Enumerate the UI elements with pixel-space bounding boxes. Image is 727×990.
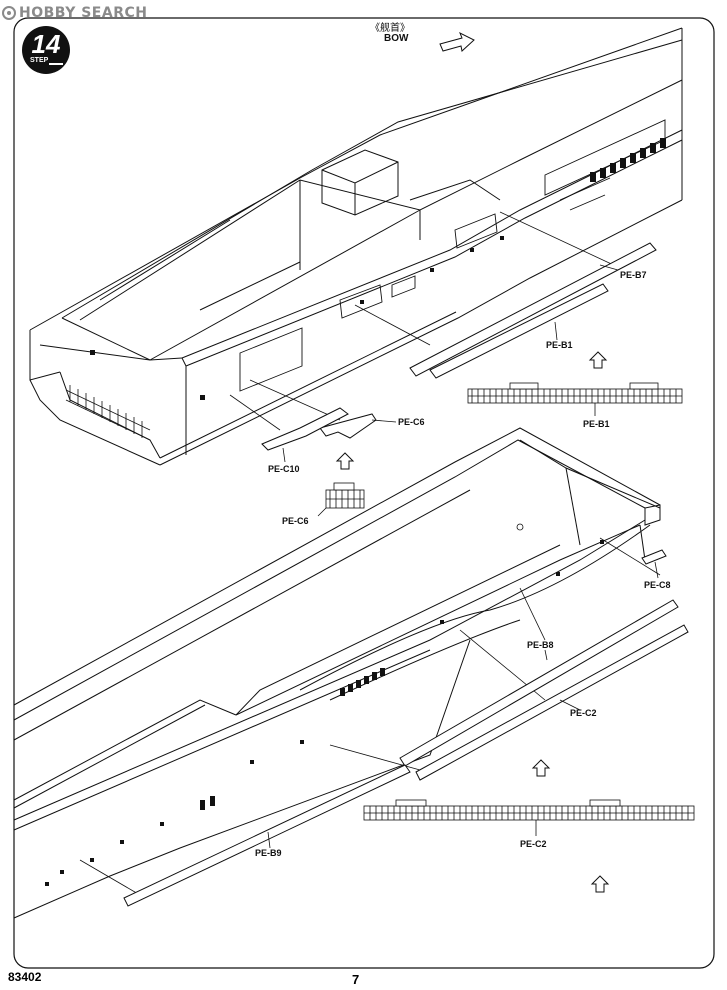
- bow-grating: [65, 385, 151, 441]
- deck-hole: [516, 523, 524, 531]
- upper-leader-lines: [229, 211, 621, 431]
- step-word: STEP: [30, 57, 49, 64]
- upper-hull-details: [90, 138, 666, 400]
- pe-b1-part: [429, 283, 609, 379]
- pe-b7-part: [409, 242, 657, 377]
- watermark-logo: HOBBY SEARCH: [2, 3, 147, 23]
- bow-label-jp: 《舰首》: [370, 23, 410, 34]
- label-pe-c2-detail: PE-C2: [520, 839, 547, 849]
- pe-c6-part: [319, 413, 377, 439]
- up-arrow-b9: [590, 875, 610, 893]
- label-pe-c8: PE-C8: [644, 580, 671, 590]
- pe-c8-part: [641, 549, 667, 565]
- label-pe-b1-top: PE-B1: [546, 340, 573, 350]
- up-arrow-c6: [335, 452, 355, 470]
- pe-c10-part: [261, 407, 349, 451]
- pe-b1-detail-rail: [467, 382, 683, 416]
- ship-icon: [49, 59, 63, 65]
- pe-b9-part: [123, 764, 411, 907]
- bow-label-en: BOW: [384, 33, 409, 44]
- pe-b8-part: [399, 599, 679, 767]
- up-arrow-b1: [588, 351, 608, 369]
- pe-b7-leader: [599, 264, 619, 271]
- step-number: 14: [31, 29, 61, 59]
- step-badge: 14 STEP: [22, 26, 70, 74]
- pe-c10-leader: [282, 447, 286, 463]
- lower-hull-details: [45, 540, 604, 886]
- upper-hull-openings: [239, 119, 666, 392]
- label-pe-c6-detail: PE-C6: [282, 516, 309, 526]
- label-pe-c10: PE-C10: [268, 464, 300, 474]
- up-arrow-c2: [531, 759, 551, 777]
- watermark-text: HOBBY SEARCH: [19, 5, 148, 21]
- label-pe-c2-top: PE-C2: [570, 708, 597, 718]
- pe-c2-detail-rail: [363, 799, 695, 836]
- pe-c6-detail: [317, 482, 365, 517]
- label-pe-b7: PE-B7: [620, 270, 647, 280]
- pe-b9-leader: [267, 831, 271, 849]
- product-code: 83402: [8, 970, 42, 984]
- bow-arrow: [439, 31, 475, 52]
- page-number: 7: [352, 972, 360, 987]
- pe-c2-part: [415, 624, 689, 781]
- pe-c2-leader: [559, 699, 581, 711]
- label-pe-c6-top: PE-C6: [398, 417, 425, 427]
- label-pe-b1-detail: PE-B1: [583, 419, 610, 429]
- pe-b1-leader: [554, 321, 558, 341]
- label-pe-b8: PE-B8: [527, 640, 554, 650]
- label-pe-b9: PE-B9: [255, 848, 282, 858]
- pe-c8-leader: [654, 561, 659, 579]
- pe-c6-leader: [371, 419, 397, 423]
- pe-b8-leader: [544, 649, 548, 661]
- page-frame: [13, 17, 715, 969]
- hobby-search-logo-icon: [2, 6, 16, 20]
